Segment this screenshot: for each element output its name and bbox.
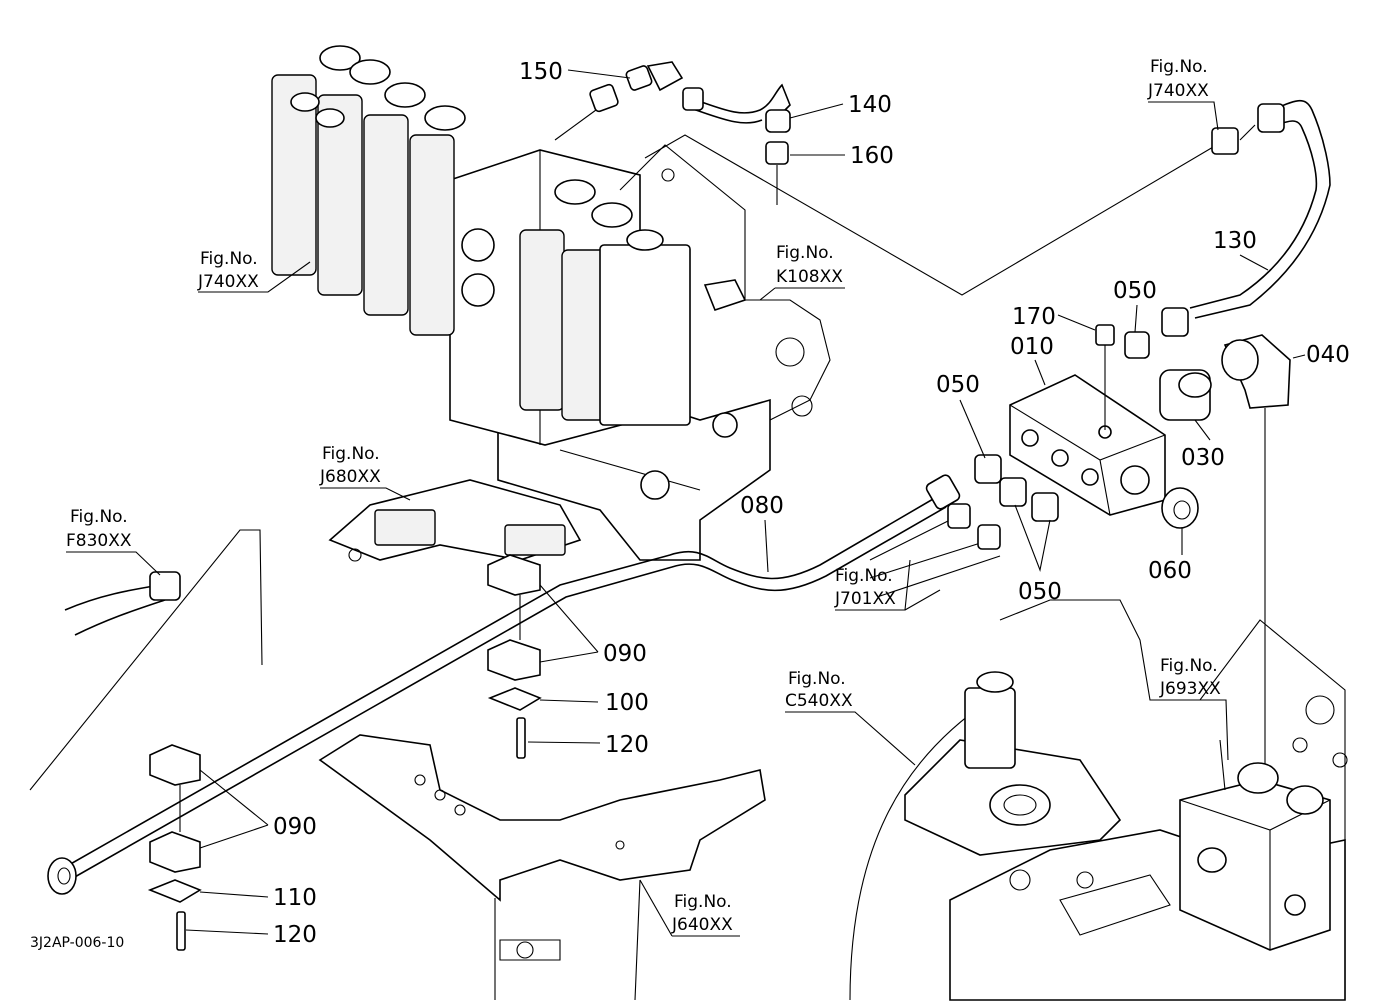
part-label-130: 130	[1213, 228, 1257, 254]
part-label-050-left: 050	[936, 372, 980, 398]
svg-text:Fig.No.: Fig.No.	[1150, 57, 1208, 77]
part-label-120-left: 120	[273, 922, 317, 948]
svg-text:J740XX: J740XX	[197, 272, 259, 292]
svg-text:J693XX: J693XX	[1159, 679, 1221, 699]
pipe-130	[1161, 100, 1331, 337]
part-label-150: 150	[519, 59, 563, 85]
fig-ref-j693: Fig.No. J693XX	[1159, 656, 1221, 699]
svg-text:Fig.No.: Fig.No.	[200, 249, 258, 269]
svg-text:K108XX: K108XX	[776, 267, 843, 287]
svg-text:J701XX: J701XX	[834, 589, 896, 609]
pipes-j701	[869, 503, 1001, 597]
part-label-170: 170	[1012, 304, 1056, 330]
fitting-160	[765, 141, 789, 205]
reference-outline	[644, 134, 1226, 296]
frame-j640	[318, 734, 766, 1001]
part-label-010: 010	[1010, 334, 1054, 360]
part-label-060: 060	[1148, 558, 1192, 584]
adapter-030	[1159, 369, 1212, 421]
svg-text:Fig.No.: Fig.No.	[674, 892, 732, 912]
transmission-housing	[849, 599, 1348, 1001]
bolt-170	[1095, 324, 1115, 430]
drawing-code: 3J2AP-006-10	[30, 935, 124, 951]
fig-ref-j640: Fig.No. J640XX	[671, 892, 733, 935]
plug-060	[1161, 487, 1199, 529]
fittings-050-group	[974, 331, 1150, 522]
svg-text:Fig.No.: Fig.No.	[835, 566, 893, 586]
pipe-140	[682, 83, 791, 133]
bracket-j680	[328, 479, 582, 562]
part-label-090-left: 090	[273, 814, 317, 840]
svg-text:Fig.No.: Fig.No.	[70, 507, 128, 527]
clamp-group-left	[147, 744, 202, 951]
part-label-100: 100	[605, 690, 649, 716]
fig-ref-j701: Fig.No. J701XX	[834, 566, 896, 609]
part-label-050-bottom: 050	[1018, 579, 1062, 605]
fig-ref-j680: Fig.No. J680XX	[319, 444, 381, 487]
part-label-030: 030	[1181, 445, 1225, 471]
clamp-group-center	[487, 554, 542, 759]
svg-text:Fig.No.: Fig.No.	[1160, 656, 1218, 676]
elbow-040	[1221, 334, 1291, 770]
svg-text:Fig.No.: Fig.No.	[788, 669, 846, 689]
fig-ref-c540: Fig.No. C540XX	[785, 669, 853, 711]
fig-ref-f830: Fig.No. F830XX	[66, 507, 132, 551]
fig-ref-j740-left: Fig.No. J740XX	[197, 249, 259, 292]
part-label-120-center: 120	[605, 732, 649, 758]
leader-lines	[66, 69, 1306, 937]
fig-ref-k108: Fig.No. K108XX	[776, 243, 843, 287]
svg-text:J740XX: J740XX	[1147, 81, 1209, 101]
fitting-150-group	[554, 61, 684, 141]
svg-text:C540XX: C540XX	[785, 691, 853, 711]
part-label-140: 140	[848, 92, 892, 118]
control-valve-assembly	[271, 45, 831, 561]
hose-f830	[29, 529, 263, 791]
part-label-110: 110	[273, 885, 317, 911]
part-label-160: 160	[850, 143, 894, 169]
svg-text:J680XX: J680XX	[319, 467, 381, 487]
part-label-050-top: 050	[1113, 278, 1157, 304]
pipe-080	[47, 474, 961, 895]
svg-text:J640XX: J640XX	[671, 915, 733, 935]
part-label-040: 040	[1306, 342, 1350, 368]
manifold-block-010	[1009, 374, 1166, 516]
svg-text:F830XX: F830XX	[66, 531, 132, 551]
fig-ref-j740-right: Fig.No. J740XX	[1147, 57, 1209, 101]
svg-text:Fig.No.: Fig.No.	[322, 444, 380, 464]
part-label-080: 080	[740, 493, 784, 519]
part-label-090-center: 090	[603, 641, 647, 667]
svg-text:Fig.No.: Fig.No.	[776, 243, 834, 263]
